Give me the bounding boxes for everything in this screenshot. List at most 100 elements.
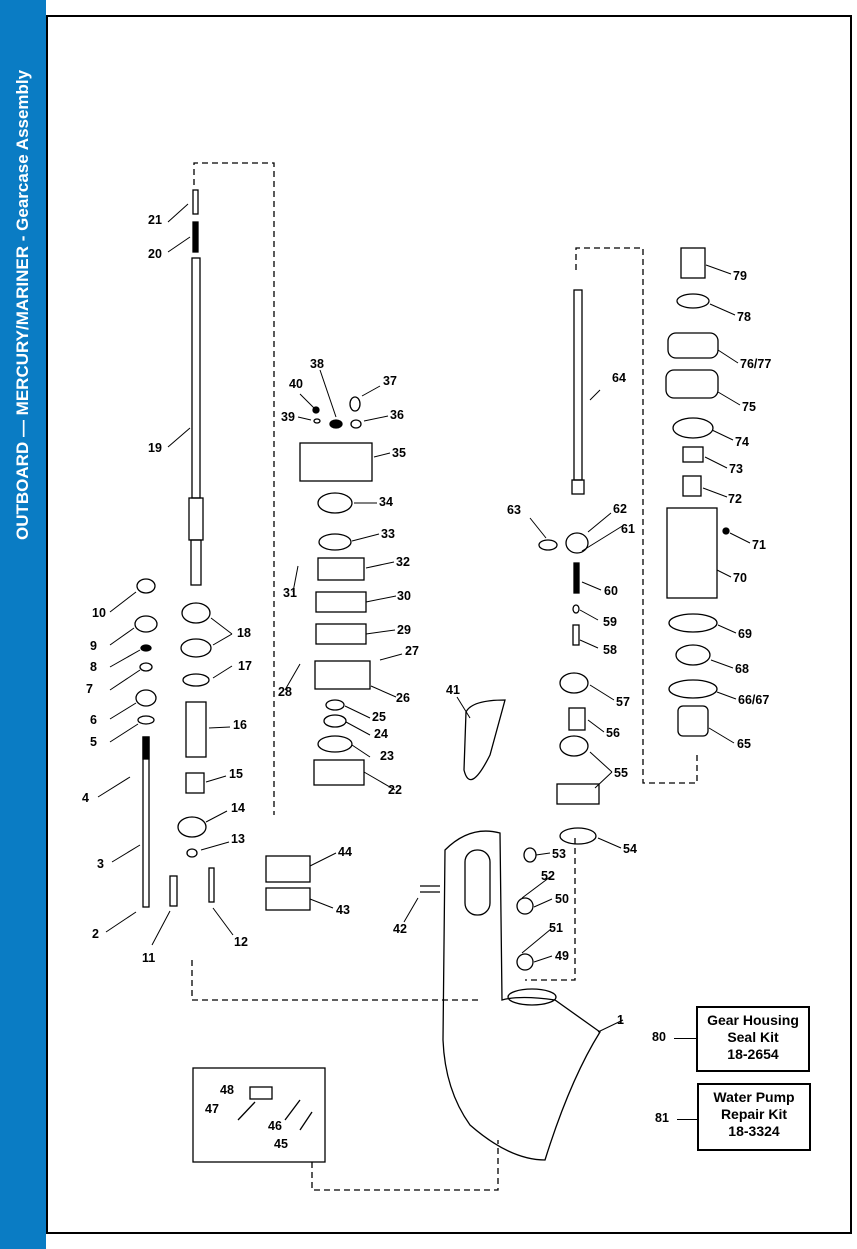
callout-23: 23	[380, 749, 394, 763]
callout-24: 24	[374, 727, 388, 741]
callout-36: 36	[390, 408, 404, 422]
callout-13: 13	[231, 832, 245, 846]
callout-21: 21	[148, 213, 162, 227]
callout-60: 60	[604, 584, 618, 598]
callout-68: 68	[735, 662, 749, 676]
bolt	[420, 885, 440, 893]
water-pump-repair-kit-box: Water Pump Repair Kit 18-3324	[697, 1083, 811, 1151]
inset-hardware	[237, 1086, 313, 1131]
kit-name-line2: Repair Kit	[720, 1106, 788, 1122]
kit-name-line1: Water Pump	[713, 1089, 795, 1105]
callout-1: 1	[617, 1013, 624, 1027]
callout-49: 49	[555, 949, 569, 963]
callout-8: 8	[90, 660, 97, 674]
left-parts-stack	[134, 578, 215, 907]
bearing-carrier-stack	[665, 247, 730, 737]
callout-70: 70	[733, 571, 747, 585]
callout-57: 57	[616, 695, 630, 709]
callout-30: 30	[397, 589, 411, 603]
callout-3: 3	[97, 857, 104, 871]
callout-39: 39	[281, 410, 295, 424]
shift-shaft	[142, 736, 150, 908]
callout-9: 9	[90, 639, 97, 653]
callout-5: 5	[90, 735, 97, 749]
callout-25: 25	[372, 710, 386, 724]
callout-7: 7	[86, 682, 93, 696]
adapter-plate-lower	[265, 887, 311, 911]
kit-name-line1: Gear Housing	[707, 1012, 799, 1028]
callout-55: 55	[614, 766, 628, 780]
housing-bore	[507, 988, 557, 1006]
callout-66-67: 66/67	[738, 693, 769, 707]
callout-47: 47	[205, 1102, 219, 1116]
assembly-guide-lines	[191, 162, 698, 1191]
callout-73: 73	[729, 462, 743, 476]
kit-part-number: 18-2654	[727, 1046, 779, 1062]
sidebar-band: OUTBOARD — MERCURY/MARINER - Gearcase As…	[0, 0, 46, 1249]
callout-17: 17	[238, 659, 252, 673]
callout-20: 20	[148, 247, 162, 261]
propeller-shaft	[516, 289, 600, 971]
callout-51: 51	[549, 921, 563, 935]
callout-18: 18	[237, 626, 251, 640]
callout-33: 33	[381, 527, 395, 541]
callout-54: 54	[623, 842, 637, 856]
callout-10: 10	[92, 606, 106, 620]
callout-6: 6	[90, 713, 97, 727]
callout-62: 62	[613, 502, 627, 516]
callout-41: 41	[446, 683, 460, 697]
callout-29: 29	[397, 623, 411, 637]
callout-16: 16	[233, 718, 247, 732]
callout-34: 34	[379, 495, 393, 509]
callout-35: 35	[392, 446, 406, 460]
callout-31: 31	[283, 586, 297, 600]
callout-64: 64	[612, 371, 626, 385]
callout-53: 53	[552, 847, 566, 861]
callout-59: 59	[603, 615, 617, 629]
callout-26: 26	[396, 691, 410, 705]
callout-14: 14	[231, 801, 245, 815]
housing-window	[464, 849, 491, 916]
adapter-plate-upper	[265, 855, 311, 883]
callout-50: 50	[555, 892, 569, 906]
callout-12: 12	[234, 935, 248, 949]
callout-45: 45	[274, 1137, 288, 1151]
hardware-inset-box	[192, 1067, 326, 1163]
callout-37: 37	[383, 374, 397, 388]
callout-79: 79	[733, 269, 747, 283]
callout-76-77: 76/77	[740, 357, 771, 371]
callout-40: 40	[289, 377, 303, 391]
callout-78: 78	[737, 310, 751, 324]
callout-22: 22	[388, 783, 402, 797]
callout-19: 19	[148, 441, 162, 455]
callout-52: 52	[541, 869, 555, 883]
callout-28: 28	[278, 685, 292, 699]
callout-44: 44	[338, 845, 352, 859]
callout-4: 4	[82, 791, 89, 805]
leader-lines	[97, 203, 751, 1033]
gear-housing	[442, 830, 601, 1161]
callout-27: 27	[405, 644, 419, 658]
callout-56: 56	[606, 726, 620, 740]
callout-71: 71	[752, 538, 766, 552]
callout-61: 61	[621, 522, 635, 536]
kit-ref-81: 81	[655, 1111, 669, 1125]
callout-labels: 1 2 3 4 5 6 7 8 9 10 11 12 13 14 15 16 1…	[82, 213, 771, 1151]
callout-2: 2	[92, 927, 99, 941]
kit-leader-80	[674, 1038, 696, 1039]
callout-42: 42	[393, 922, 407, 936]
kit-leader-81	[677, 1119, 697, 1120]
callout-58: 58	[603, 643, 617, 657]
callout-69: 69	[738, 627, 752, 641]
callout-48: 48	[220, 1083, 234, 1097]
kit-name-line2: Seal Kit	[727, 1029, 779, 1045]
callout-63: 63	[507, 503, 521, 517]
callout-15: 15	[229, 767, 243, 781]
water-pump-stack	[299, 396, 373, 786]
callout-65: 65	[737, 737, 751, 751]
callout-43: 43	[336, 903, 350, 917]
gear-housing-seal-kit-box: Gear Housing Seal Kit 18-2654	[696, 1006, 810, 1072]
trim-tab	[463, 699, 506, 781]
callout-75: 75	[742, 400, 756, 414]
